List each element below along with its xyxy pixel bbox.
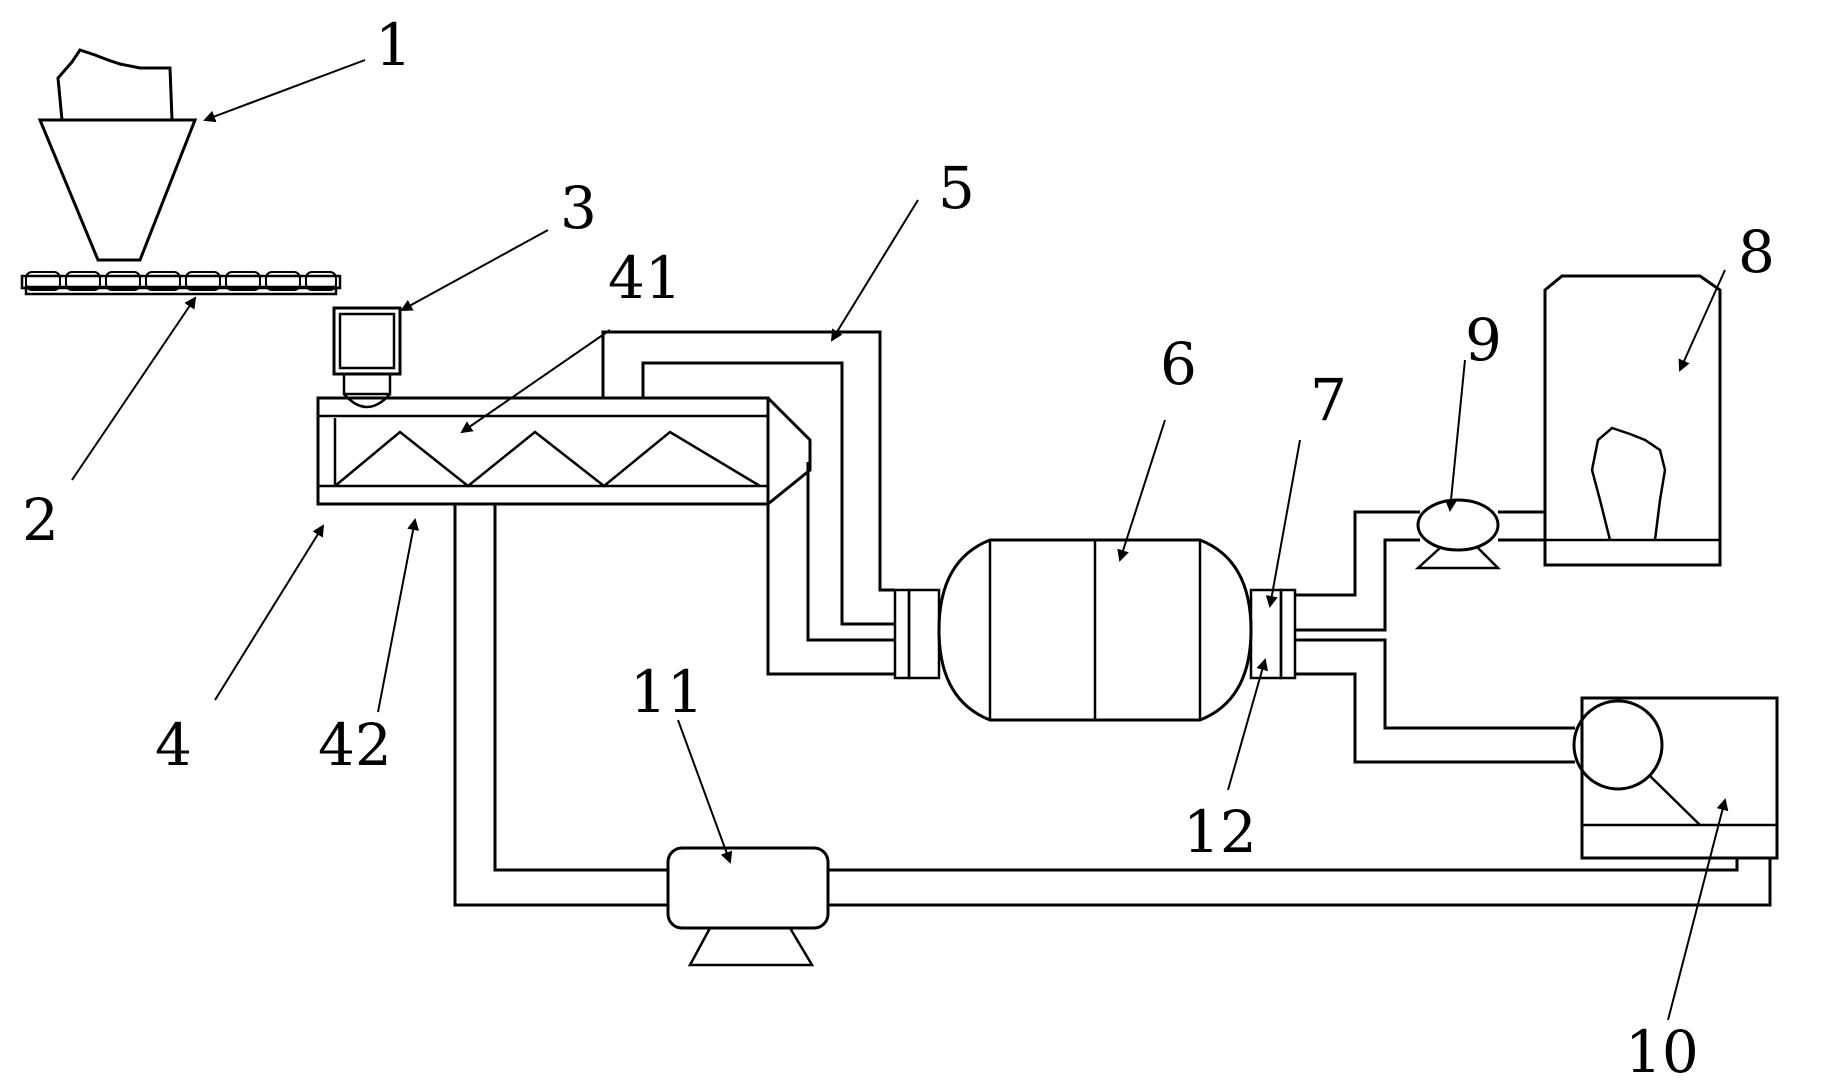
- label-3: 3: [560, 174, 597, 242]
- label-11: 11: [630, 658, 704, 726]
- storage-silo: [1543, 274, 1722, 567]
- drive-motor: [332, 306, 402, 409]
- label-4: 4: [155, 711, 192, 779]
- label-1: 1: [375, 11, 412, 79]
- feed-hopper: [37, 48, 198, 262]
- label-41: 41: [608, 244, 682, 312]
- equipment-unit: [1572, 696, 1779, 860]
- label-8: 8: [1738, 218, 1775, 286]
- screw-conveyor: [316, 396, 812, 506]
- blower-return-pipe: [453, 504, 1772, 967]
- pipe-conveyor-to-tank: [601, 330, 895, 676]
- component-labels: 1 2 3 4 41 42 5 6 7 8 9 10 11 12: [22, 11, 1775, 1084]
- leader-arrows: [71, 59, 1729, 1021]
- label-12: 12: [1183, 798, 1257, 866]
- label-9: 9: [1465, 306, 1502, 374]
- reaction-tank: [893, 538, 1297, 722]
- conveyor-belt: [20, 271, 342, 296]
- label-10: 10: [1625, 1018, 1699, 1084]
- pump: [1414, 498, 1545, 570]
- conveyor-rollers: [25, 271, 337, 291]
- pipe-tank-right: [1295, 510, 1575, 764]
- label-2: 2: [22, 486, 59, 554]
- label-5: 5: [938, 154, 975, 222]
- label-6: 6: [1160, 330, 1197, 398]
- screw-flight: [334, 430, 761, 488]
- label-42: 42: [318, 711, 392, 779]
- label-7: 7: [1310, 366, 1347, 434]
